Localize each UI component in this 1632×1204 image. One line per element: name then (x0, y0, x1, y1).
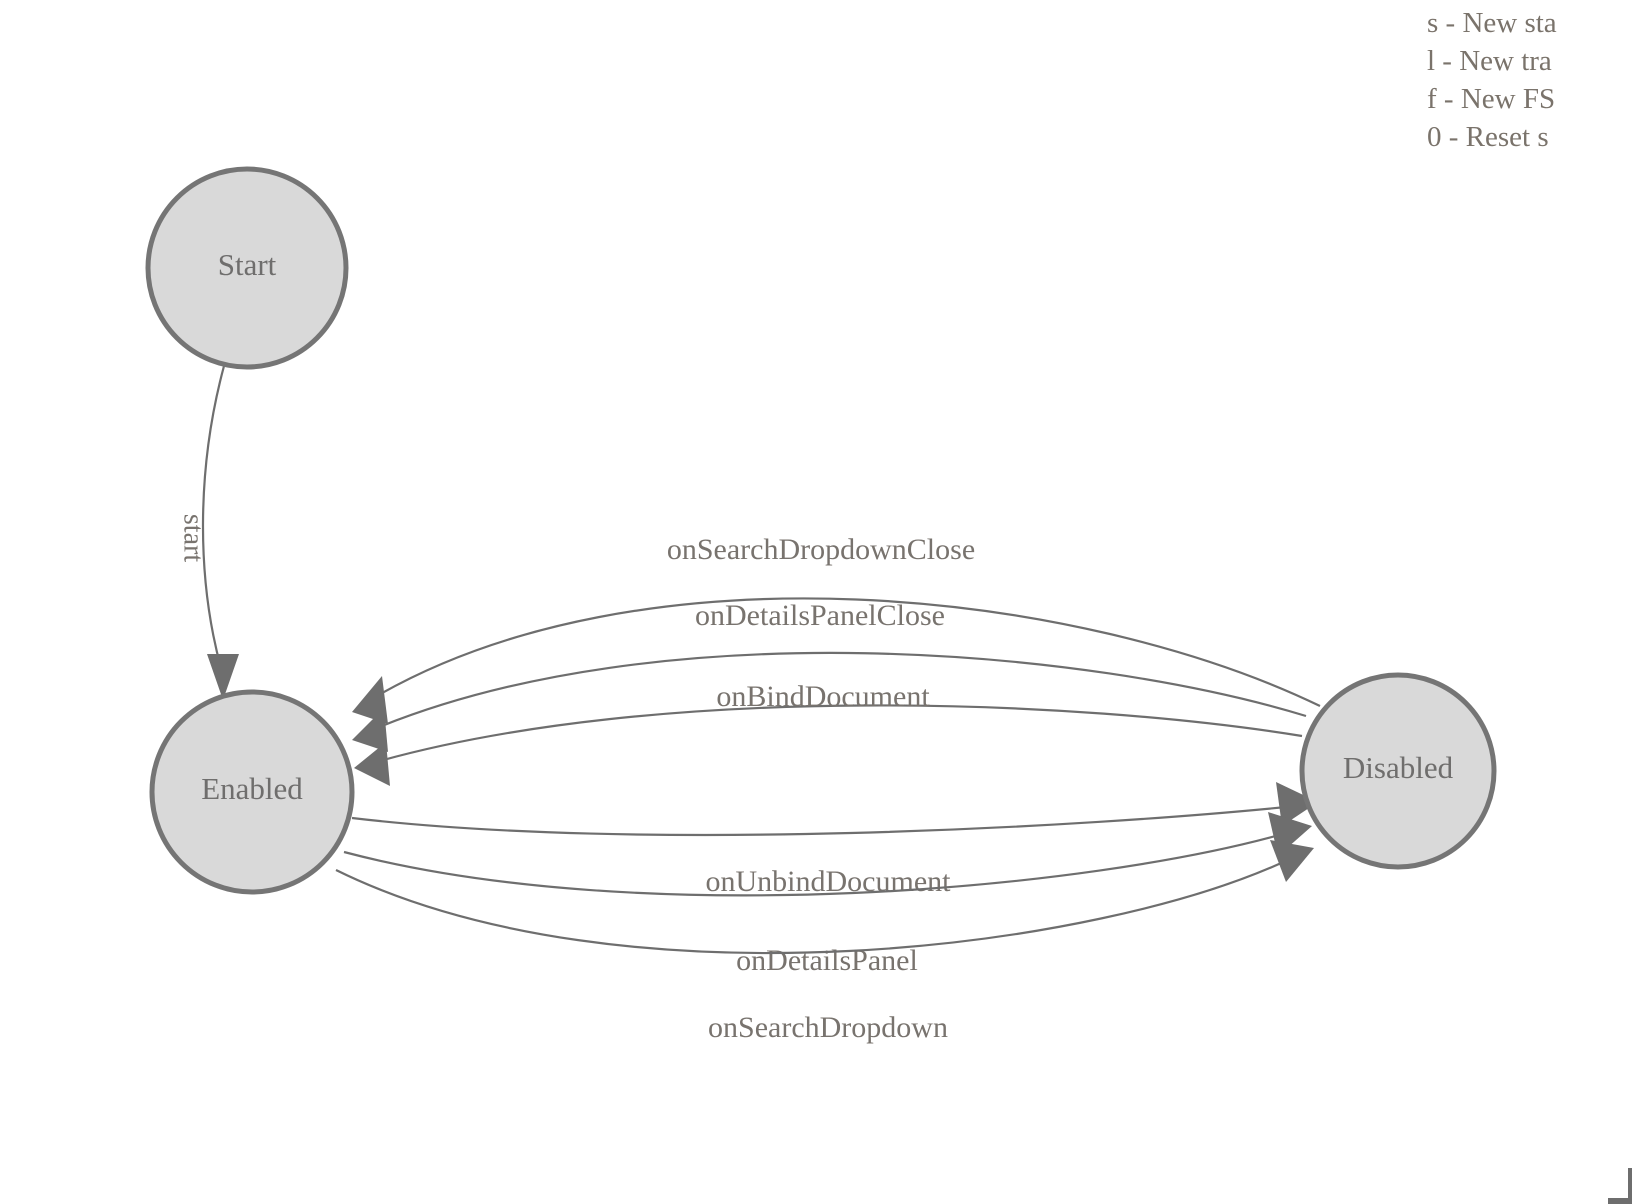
help-line-new-state: s - New sta (1427, 7, 1557, 39)
edge-path[interactable] (343, 830, 1291, 897)
edge-label: onSearchDropdownClose (667, 533, 975, 566)
edge-path[interactable] (351, 804, 1297, 837)
help-line-new-transition: l - New tra (1427, 45, 1552, 77)
edge-label: onDetailsPanelClose (695, 599, 945, 632)
edge-enabled-to-disabled-3[interactable]: onSearchDropdown (335, 840, 1314, 1044)
edge-disabled-to-enabled-1[interactable]: onSearchDropdownClose (352, 533, 1321, 724)
node-label: Enabled (201, 771, 303, 806)
edge-disabled-to-enabled-2[interactable]: onDetailsPanelClose (352, 599, 1307, 752)
edge-path[interactable] (371, 651, 1307, 732)
edge-label: onSearchDropdown (708, 1011, 948, 1044)
arrow-head (207, 654, 239, 700)
arrow-head (352, 676, 388, 724)
help-line-reset: 0 - Reset s (1427, 121, 1549, 153)
node-disabled[interactable]: Disabled (1299, 672, 1497, 870)
node-label: Disabled (1343, 750, 1454, 785)
node-circle[interactable] (1299, 672, 1497, 870)
edge-label: onUnbindDocument (706, 865, 952, 898)
node-enabled[interactable]: Enabled (149, 689, 355, 895)
edge-start-to-enabled[interactable]: start (178, 365, 239, 700)
help-legend: s - New sta l - New tra f - New FS 0 - R… (1427, 0, 1632, 156)
node-circle[interactable] (145, 166, 349, 370)
horizontal-scrollbar-thumb[interactable] (1608, 1198, 1632, 1204)
node-start[interactable]: Start (145, 166, 349, 370)
edge-enabled-to-disabled-2[interactable]: onDetailsPanel (343, 812, 1312, 977)
edges-layer: start onSearchDropdownClose onDetailsPan… (178, 365, 1321, 1044)
arrow-head (1270, 840, 1314, 882)
edge-path[interactable] (335, 857, 1293, 955)
edge-path[interactable] (369, 597, 1321, 707)
arrow-head (352, 708, 388, 752)
edge-disabled-to-enabled-3[interactable]: onBindDocument (354, 680, 1303, 786)
arrow-head (1276, 782, 1318, 826)
edge-path[interactable] (201, 365, 226, 669)
vertical-scrollbar-thumb[interactable] (1628, 1168, 1632, 1204)
help-line-new-fsm: f - New FS (1427, 83, 1556, 115)
edge-label: onBindDocument (716, 680, 930, 713)
edge-path[interactable] (375, 704, 1303, 764)
edge-label: start (178, 514, 209, 562)
arrow-head (354, 742, 390, 786)
nodes-layer: Start Enabled Disabled (145, 166, 1497, 895)
edge-enabled-to-disabled-1[interactable]: onUnbindDocument (351, 782, 1318, 898)
node-circle[interactable] (149, 689, 355, 895)
node-label: Start (218, 247, 277, 282)
